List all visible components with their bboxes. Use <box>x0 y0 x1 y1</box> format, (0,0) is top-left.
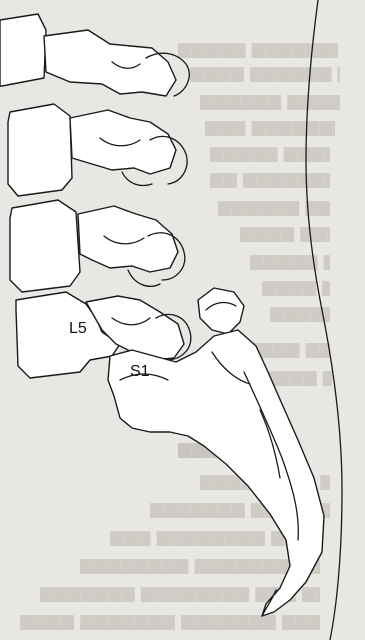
label-l5: L5 <box>69 320 87 337</box>
posterior-element-l3 <box>70 110 176 174</box>
posterior-element-l4 <box>78 206 178 272</box>
pedicle-line-l4 <box>128 270 160 286</box>
vertebral-body-l4 <box>10 200 80 292</box>
sacral-superior-articular-process <box>198 288 244 334</box>
vertebral-body-l3 <box>8 104 72 196</box>
posterior-element-upper <box>44 30 176 96</box>
pedicle-line-l3 <box>122 172 152 186</box>
label-s1: S1 <box>130 363 150 380</box>
vertebral-body-upper-partial <box>0 14 46 86</box>
